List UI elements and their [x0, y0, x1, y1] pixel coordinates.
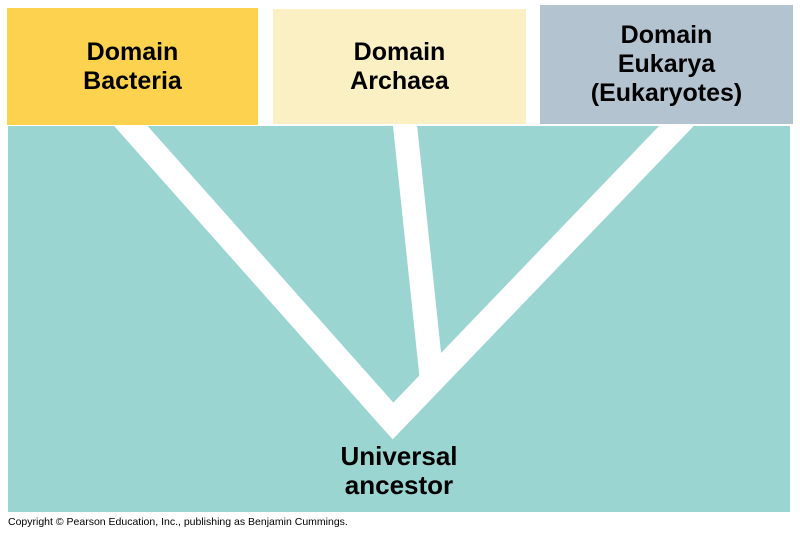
branch-archaea [392, 126, 444, 383]
domain-box-bacteria: Domain Bacteria [7, 8, 258, 125]
universal-ancestor-label: Universal ancestor [8, 442, 790, 500]
domain-eukarya-label-line3: (Eukaryotes) [590, 79, 743, 107]
domain-bacteria-label-line2: Bacteria [83, 66, 182, 95]
domain-eukarya-label-line2: Eukarya [617, 50, 716, 78]
tree-background: Universal ancestor [8, 126, 790, 512]
universal-ancestor-line2: ancestor [344, 470, 454, 500]
domain-archaea-label-line2: Archaea [350, 66, 449, 95]
domain-box-archaea: Domain Archaea [273, 9, 526, 124]
copyright-text: Copyright © Pearson Education, Inc., pub… [8, 516, 348, 528]
domain-archaea-label-line1: Domain [353, 37, 446, 66]
domain-eukarya-label-line1: Domain [620, 21, 713, 49]
universal-ancestor-line1: Universal [340, 441, 458, 471]
branch-lines-graphic [114, 126, 694, 440]
domain-box-eukarya: Domain Eukarya (Eukaryotes) [540, 5, 793, 124]
branch-bacteria-and-eukarya-v [114, 126, 694, 440]
domain-bacteria-label-line1: Domain [86, 37, 179, 66]
